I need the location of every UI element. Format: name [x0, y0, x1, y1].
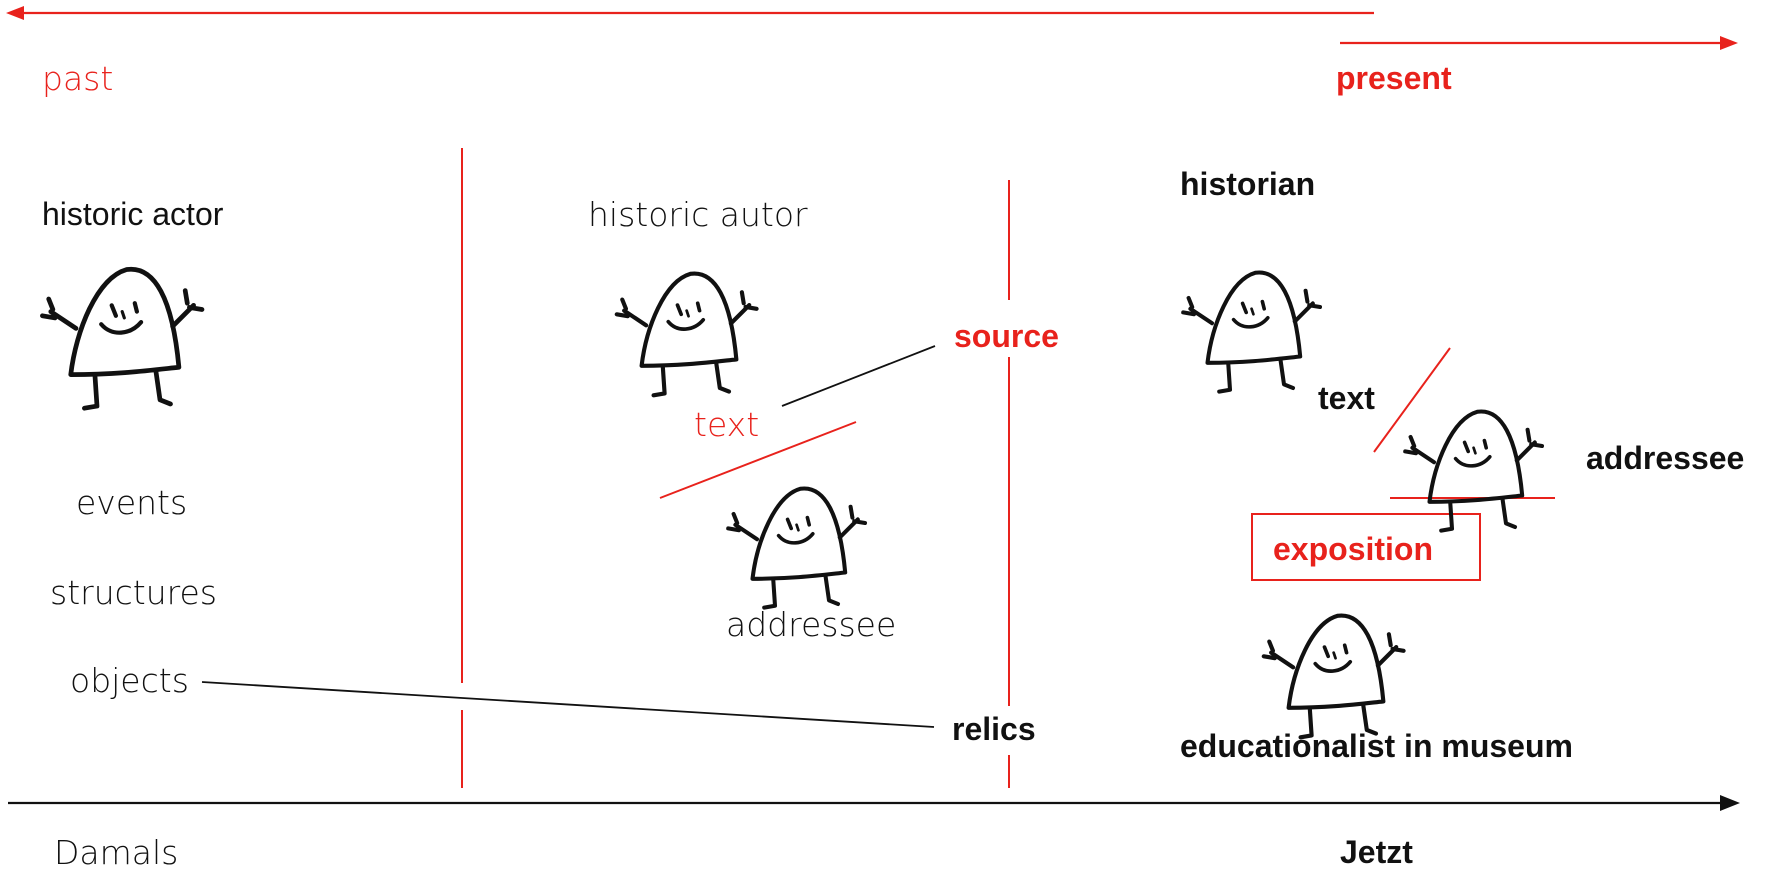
source-connector [781, 345, 936, 407]
present-arrow [1340, 36, 1738, 50]
educationalist-label: educationalist in museum [1180, 728, 1573, 764]
figure-icon [1264, 616, 1404, 738]
text-label-right: text [1318, 380, 1375, 416]
addressee-label-middle: addressee [726, 605, 897, 644]
figure-icon [1183, 272, 1320, 391]
relics-label: relics [952, 711, 1036, 747]
structures-label: structures [50, 573, 217, 612]
source-label: source [954, 318, 1059, 354]
historic-actor-label: historic actor [42, 196, 224, 232]
text-divider-middle [659, 421, 857, 499]
jetzt-label: Jetzt [1340, 834, 1413, 870]
text-divider-right [1373, 347, 1451, 453]
events-label: events [76, 483, 188, 522]
figure-icon [1405, 411, 1542, 530]
text-label-middle: text [694, 405, 760, 444]
past-arrow [6, 6, 1374, 20]
figure-icon [728, 488, 865, 607]
past-label: past [42, 59, 114, 98]
addressee-label-right: addressee [1586, 440, 1745, 476]
historic-autor-label: historic autor [588, 195, 808, 234]
exposition-box [1251, 513, 1481, 581]
objects-label: objects [70, 661, 189, 700]
figure-icon [42, 269, 202, 408]
present-label: present [1336, 60, 1452, 96]
historian-label: historian [1180, 166, 1316, 202]
relics-connector [201, 681, 935, 728]
exposition-label: exposition [1273, 531, 1434, 567]
time-axis-arrow [8, 795, 1740, 811]
damals-label: Damals [54, 833, 179, 872]
figure-icon [617, 274, 757, 396]
